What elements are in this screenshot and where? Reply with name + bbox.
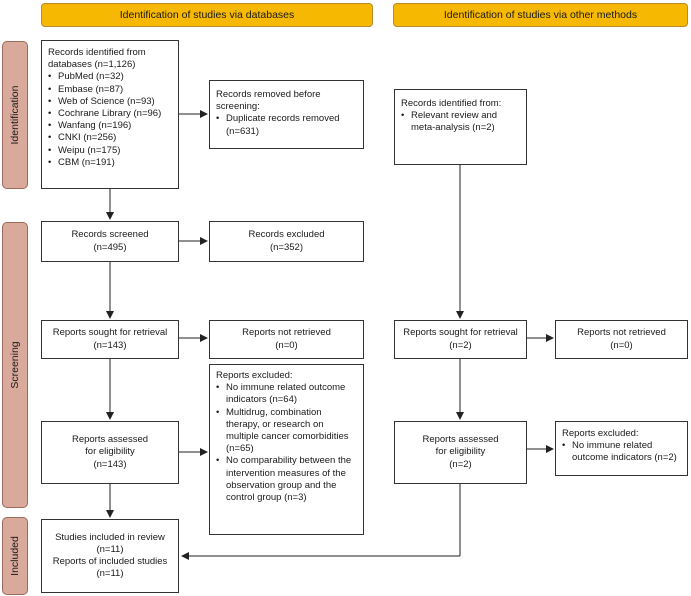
reports-assessed-other-box: Reports assessed for eligibility (n=2): [394, 421, 527, 484]
records-screened-label: Records screened: [71, 229, 149, 241]
studies-included-label: Studies included in review: [55, 531, 165, 543]
reports-assessed-other-count: (n=2): [449, 458, 472, 470]
reports-assessed-other-label: Reports assessed: [422, 434, 499, 446]
records-identified-other-box: Records identified from: Relevant review…: [394, 89, 527, 165]
reports-sought-count: (n=143): [93, 339, 127, 351]
database-item: Weipu (n=175): [48, 145, 172, 157]
reports-sought-label: Reports sought for retrieval: [52, 327, 168, 339]
reports-sought-db-box: Reports sought for retrieval (n=143): [41, 320, 179, 359]
reports-excluded-title: Reports excluded:: [216, 370, 293, 381]
exclusion-reason: No immune related outcome indicators (n=…: [216, 382, 357, 406]
phase-included: Included: [2, 517, 28, 595]
records-excluded-label: Records excluded: [248, 229, 325, 241]
database-item: PubMed (n=32): [48, 71, 172, 83]
records-excluded-count: (n=352): [269, 241, 303, 253]
exclusion-reason: No comparability between the interventio…: [216, 455, 357, 504]
reports-not-retrieved-other-label: Reports not retrieved: [577, 327, 666, 339]
other-source-item: Relevant review and meta-analysis (n=2): [401, 110, 520, 134]
reports-assessed-db-box: Reports assessed for eligibility (n=143): [41, 421, 179, 484]
records-removed-box: Records removed before screening: Duplic…: [209, 80, 364, 149]
reports-sought-other-count: (n=2): [449, 339, 472, 351]
phase-screening: Screening: [2, 222, 28, 508]
records-removed-list: Duplicate records removed (n=631): [216, 113, 357, 137]
reports-assessed-other-label-2: for eligibility: [435, 446, 486, 458]
reports-not-retrieved-other-box: Reports not retrieved (n=0): [555, 320, 688, 359]
reports-assessed-label: Reports assessed: [71, 434, 149, 446]
records-identified-title: Records identified from databases (n=1,1…: [48, 47, 146, 71]
reports-assessed-label-2: for eligibility: [85, 446, 135, 458]
database-item: Web of Science (n=93): [48, 96, 172, 108]
studies-included-count: (n=11): [96, 543, 124, 555]
reports-not-retrieved-other-count: (n=0): [610, 339, 633, 351]
database-item: CNKI (n=256): [48, 132, 172, 144]
records-removed-title: Records removed before screening:: [216, 89, 321, 113]
duplicate-records-item: Duplicate records removed (n=631): [216, 113, 357, 137]
records-identified-databases-box: Records identified from databases (n=1,1…: [41, 40, 179, 189]
reports-excluded-other-box: Reports excluded: No immune related outc…: [555, 421, 688, 476]
records-identified-other-title: Records identified from:: [401, 98, 502, 109]
records-excluded-box: Records excluded (n=352): [209, 221, 364, 262]
reports-excluded-db-box: Reports excluded: No immune related outc…: [209, 364, 364, 535]
other-exclusion-reason: No immune related outcome indicators (n=…: [562, 440, 681, 464]
reports-not-retrieved-count: (n=0): [275, 339, 298, 351]
phase-identification: Identification: [2, 41, 28, 189]
database-list: PubMed (n=32) Embase (n=87) Web of Scien…: [48, 71, 172, 169]
reports-not-retrieved-label: Reports not retrieved: [242, 327, 331, 339]
reports-sought-other-label: Reports sought for retrieval: [403, 327, 518, 339]
exclusion-reason: Multidrug, combination therapy, or resea…: [216, 407, 357, 456]
reports-not-retrieved-db-box: Reports not retrieved (n=0): [209, 320, 364, 359]
records-screened-count: (n=495): [93, 241, 127, 253]
exclusion-reasons-list: No immune related outcome indicators (n=…: [216, 382, 357, 504]
reports-included-count: (n=11): [96, 568, 124, 580]
reports-assessed-count: (n=143): [93, 458, 127, 470]
database-item: Cochrane Library (n=96): [48, 108, 172, 120]
header-other-methods: Identification of studies via other meth…: [393, 3, 688, 27]
header-databases: Identification of studies via databases: [41, 3, 373, 27]
database-item: Embase (n=87): [48, 84, 172, 96]
reports-included-label: Reports of included studies: [52, 556, 168, 567]
database-item: Wanfang (n=196): [48, 120, 172, 132]
reports-sought-other-box: Reports sought for retrieval (n=2): [394, 320, 527, 359]
studies-included-box: Studies included in review (n=11) Report…: [41, 519, 179, 593]
reports-excluded-other-title: Reports excluded:: [562, 428, 639, 439]
other-exclusion-list: No immune related outcome indicators (n=…: [562, 440, 681, 464]
database-item: CBM (n=191): [48, 157, 172, 169]
other-sources-list: Relevant review and meta-analysis (n=2): [401, 110, 520, 134]
records-screened-box: Records screened (n=495): [41, 221, 179, 262]
